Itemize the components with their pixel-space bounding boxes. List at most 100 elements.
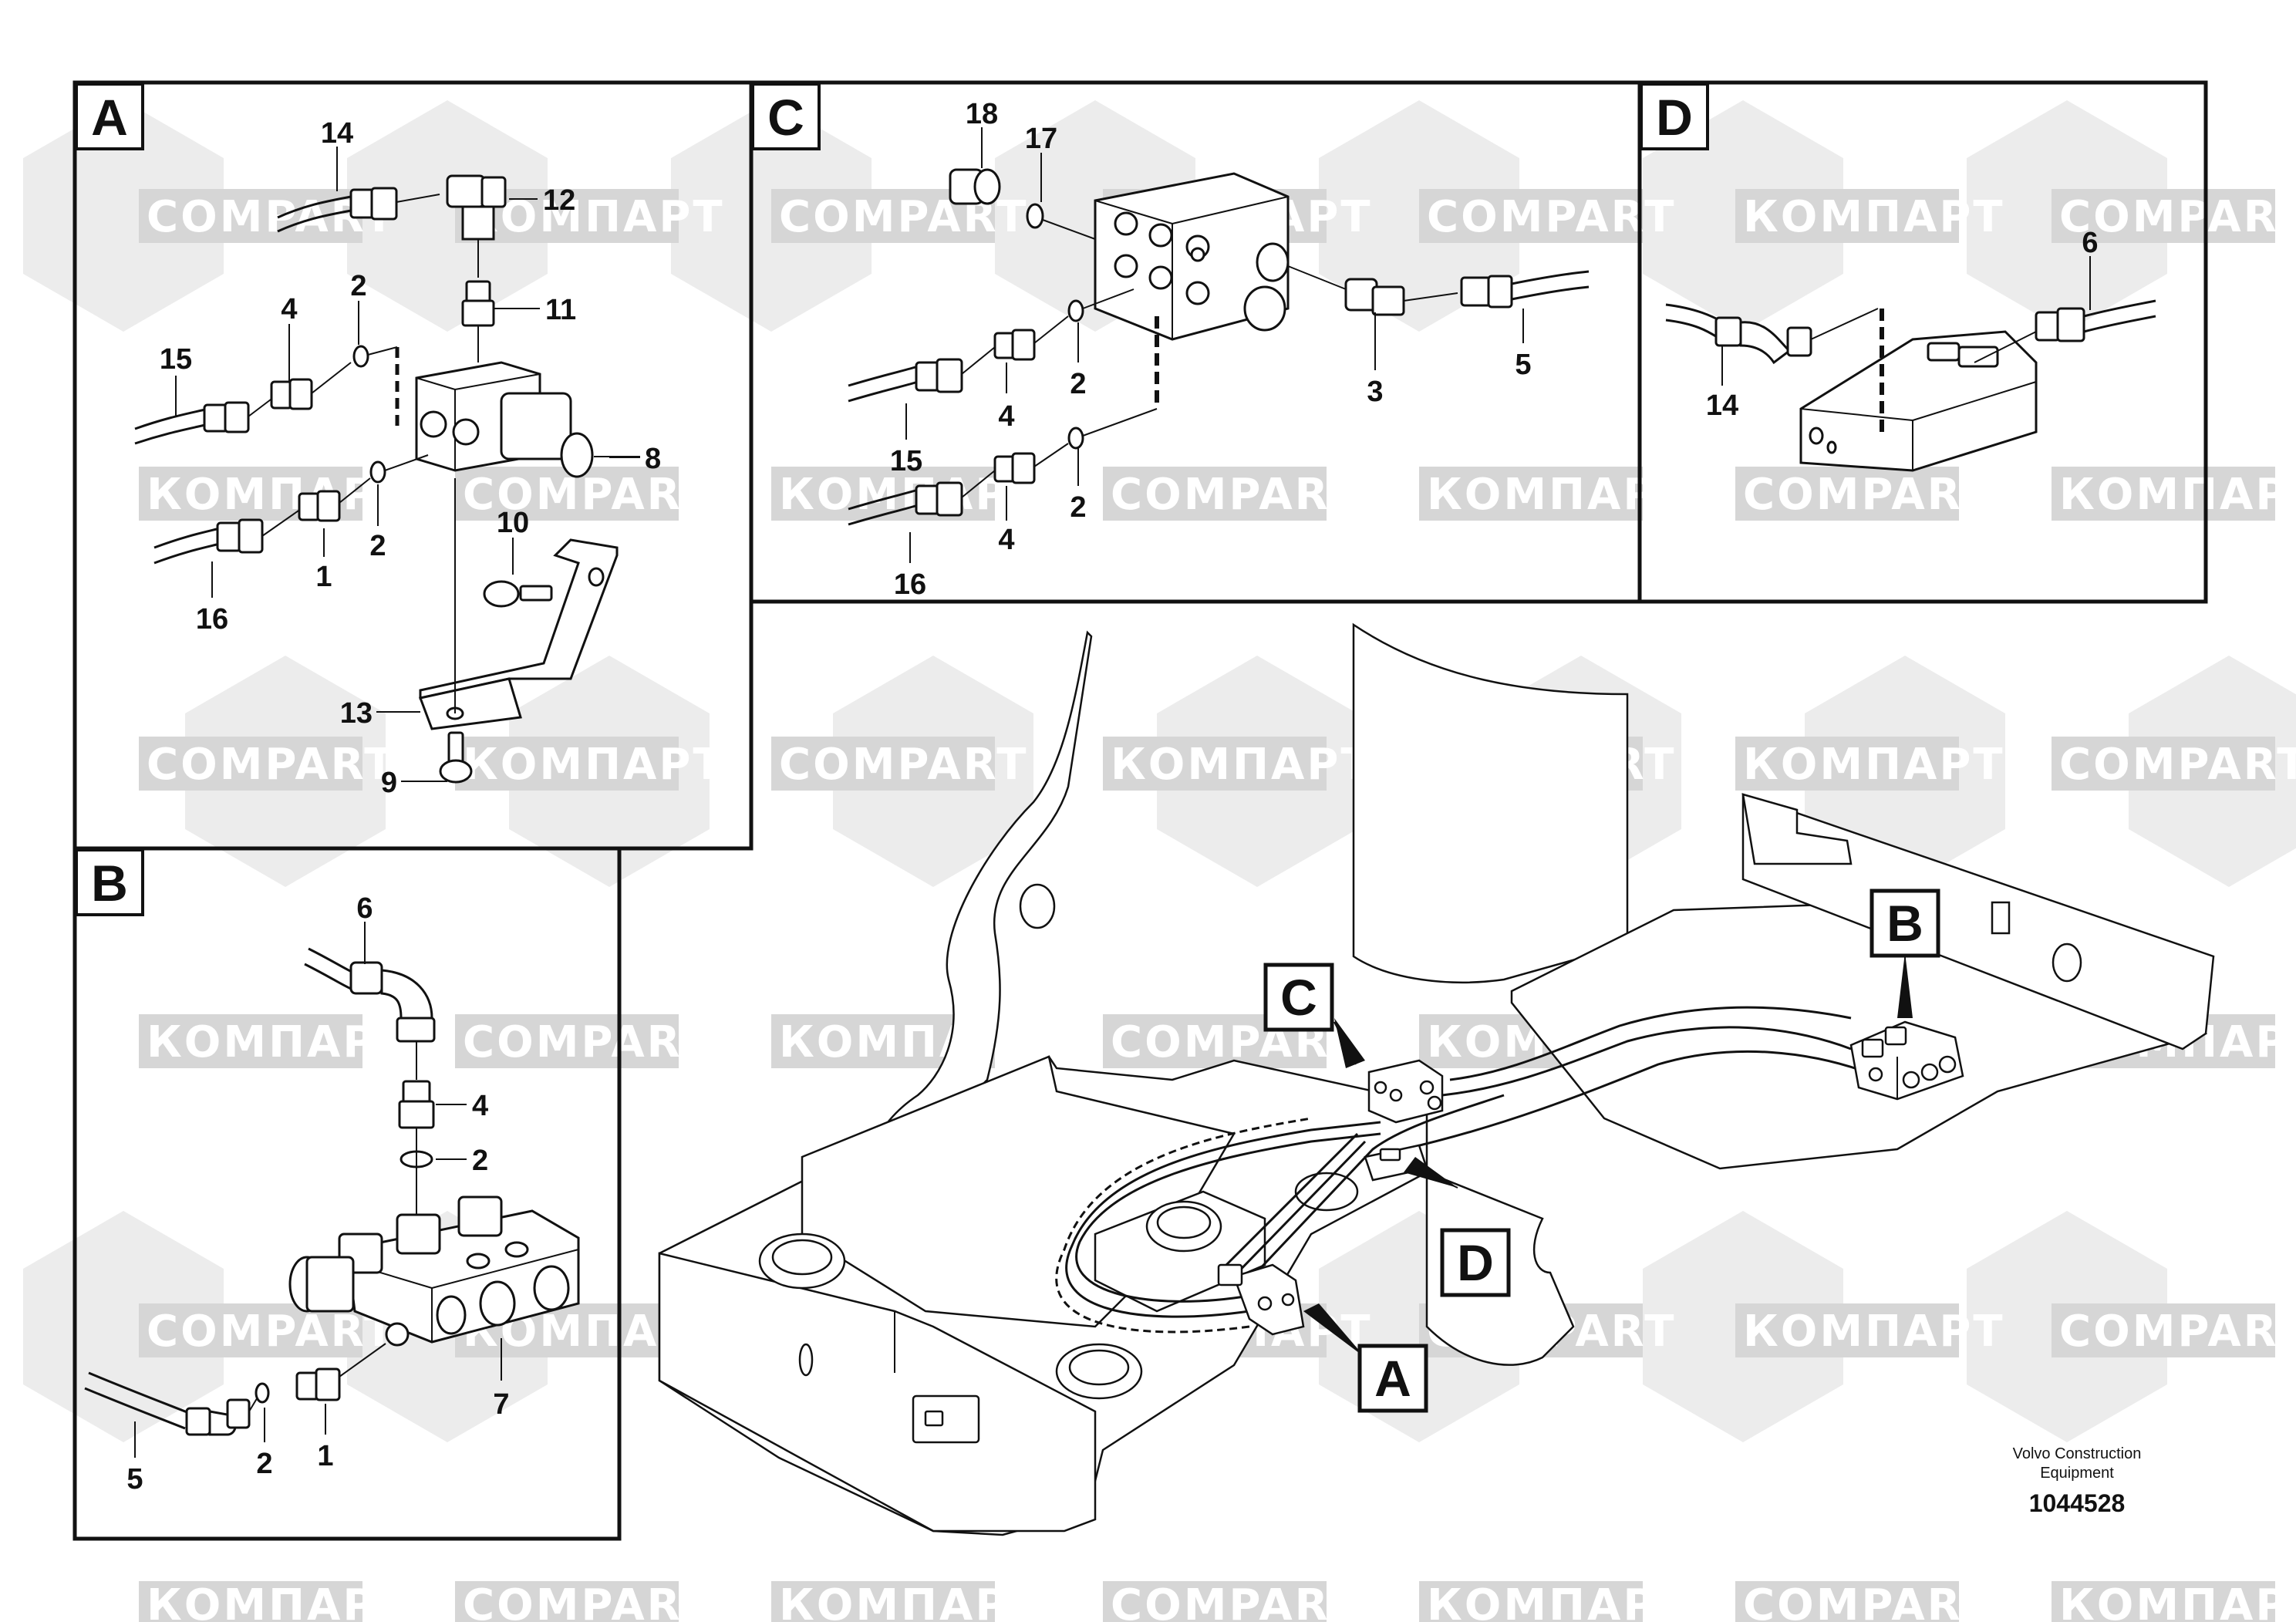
overview-block-c [1367, 1059, 1444, 1124]
panel-b-callouts: 6 4 2 7 5 2 1 [126, 892, 509, 1496]
svg-text:КОМПАРТ: КОМПАРТ [2059, 470, 2296, 520]
callout-b-7: 7 [493, 1388, 509, 1421]
callout-c-5: 5 [1515, 349, 1531, 381]
plug-18 [949, 168, 1096, 240]
overview-label-a: A [1374, 1350, 1411, 1407]
overview-label-d: D [1457, 1234, 1494, 1291]
svg-text:COMPART: COMPART [1427, 192, 1676, 242]
adapter-4-b [398, 1080, 435, 1265]
footer: Volvo Construction Equipment 1044528 [2013, 1445, 2142, 1517]
panel-c-letter-box [751, 83, 821, 150]
svg-text:COMPART: COMPART [463, 470, 712, 520]
callout-c-17: 17 [1025, 123, 1057, 155]
hose-assembly-5-c [1460, 270, 1590, 309]
fitting-row-c-lower [848, 408, 1158, 526]
panel-a-letter: A [91, 89, 128, 146]
svg-text:КОМПАРТ: КОМПАРТ [1743, 192, 2005, 242]
panel-b-letter-box [75, 848, 144, 916]
panel-b-letter: B [91, 855, 128, 912]
callout-b-2b: 2 [256, 1448, 272, 1480]
svg-text:COMPART: COMPART [2059, 1307, 2296, 1357]
svg-text:COMPART: COMPART [1111, 1580, 1360, 1622]
svg-text:КОМПАРТ: КОМПАРТ [1743, 1307, 2005, 1357]
svg-text:КОМПАРТ: КОМПАРТ [1743, 740, 2005, 790]
svg-text:COMPART: COMPART [147, 740, 396, 790]
valve-block-c [1094, 172, 1290, 341]
overview-label-c: C [1280, 969, 1317, 1026]
callout-b-6: 6 [356, 892, 373, 925]
overview-labels: C B D A [1263, 889, 1940, 1413]
svg-text:COMPART: COMPART [1743, 470, 1992, 520]
panel-c: C [749, 80, 1642, 604]
company-name-line1: Volvo Construction [2013, 1445, 2142, 1462]
svg-text:КОМПАРТ: КОМПАРТ [463, 740, 725, 790]
callout-a-2b: 2 [369, 530, 386, 562]
callout-a-14: 14 [321, 117, 353, 150]
callout-a-15: 15 [160, 343, 192, 376]
svg-text:КОМПАРТ: КОМПАРТ [2059, 1580, 2296, 1622]
callout-b-4: 4 [472, 1090, 488, 1122]
adapter-11 [461, 280, 495, 363]
valve-block-7 [288, 1195, 580, 1347]
svg-text:КОМПАРТ: КОМПАРТ [779, 1017, 1041, 1067]
callout-a-12: 12 [543, 184, 575, 217]
fitting-row-upper [134, 345, 398, 445]
callout-c-2b: 2 [1070, 491, 1086, 524]
overview-label-b: B [1886, 895, 1923, 952]
panel-d-callouts: 6 14 [1706, 227, 2099, 422]
callout-a-11: 11 [545, 294, 576, 326]
bolt-9 [439, 731, 473, 784]
svg-text:COMPART: COMPART [1743, 1580, 1992, 1622]
svg-text:COMPART: COMPART [1111, 470, 1360, 520]
callout-b-2: 2 [472, 1145, 488, 1177]
svg-text:КОМПАРТ: КОМПАРТ [1427, 1580, 1689, 1622]
svg-text:КОМПАРТ: КОМПАРТ [147, 1017, 409, 1067]
hose-assembly-6 [304, 947, 436, 1080]
callout-a-9: 9 [381, 767, 397, 799]
callout-a-16: 16 [196, 603, 228, 636]
callout-a-1: 1 [315, 561, 332, 593]
callout-a-8: 8 [645, 443, 661, 475]
svg-text:КОМПАРТ: КОМПАРТ [1111, 740, 1373, 790]
callout-c-18: 18 [966, 98, 998, 130]
callout-a-4: 4 [281, 293, 297, 325]
callout-b-1: 1 [317, 1440, 333, 1472]
svg-text:COMPART: COMPART [779, 740, 1028, 790]
callout-a-10: 10 [497, 507, 529, 539]
callout-d-14: 14 [1706, 389, 1738, 422]
mounting-bracket-13 [418, 478, 619, 730]
callout-a-13: 13 [340, 697, 373, 730]
callout-a-2: 2 [350, 270, 366, 302]
elbow-3-c [1287, 265, 1458, 316]
panel-a-callouts: 14 12 11 2 4 15 8 1 2 16 10 13 9 [160, 117, 661, 799]
overview-block-a [1217, 1263, 1305, 1336]
panel-d-letter: D [1656, 89, 1693, 146]
panel-a-letter-box [75, 83, 144, 150]
svg-text:COMPART: COMPART [463, 1580, 712, 1622]
drawing-number: 1044528 [2029, 1489, 2126, 1517]
callout-c-4: 4 [998, 400, 1014, 433]
hose-assembly-6-d [1974, 299, 2156, 363]
hose-assembly-14-d [1665, 303, 1879, 365]
valve-block-d [1799, 330, 2038, 472]
svg-text:COMPART: COMPART [2059, 740, 2296, 790]
svg-text:COMPART: COMPART [147, 1307, 396, 1357]
overview-machine-frame: C B D A [658, 622, 2215, 1536]
panel-b: B [72, 846, 622, 1541]
callout-c-16: 16 [894, 568, 926, 601]
panel-c-letter: C [767, 89, 804, 146]
panel-d: D [1637, 80, 2208, 604]
svg-text:COMPART: COMPART [2059, 192, 2296, 242]
callout-c-3: 3 [1367, 376, 1383, 408]
svg-text:КОМПАРТ: КОМПАРТ [147, 1580, 409, 1622]
callout-d-6: 6 [2082, 227, 2098, 259]
panel-c-callouts: 18 17 3 5 2 4 15 2 4 16 [890, 98, 1532, 601]
svg-text:COMPART: COMPART [463, 1017, 712, 1067]
svg-text:КОМПАРТ: КОМПАРТ [147, 470, 409, 520]
company-name-line2: Equipment [2040, 1465, 2114, 1482]
svg-text:КОМПАРТ: КОМПАРТ [779, 1580, 1041, 1622]
callout-c-15: 15 [890, 445, 922, 477]
overview-block-b [1849, 1020, 1964, 1101]
callout-c-2: 2 [1070, 368, 1086, 400]
